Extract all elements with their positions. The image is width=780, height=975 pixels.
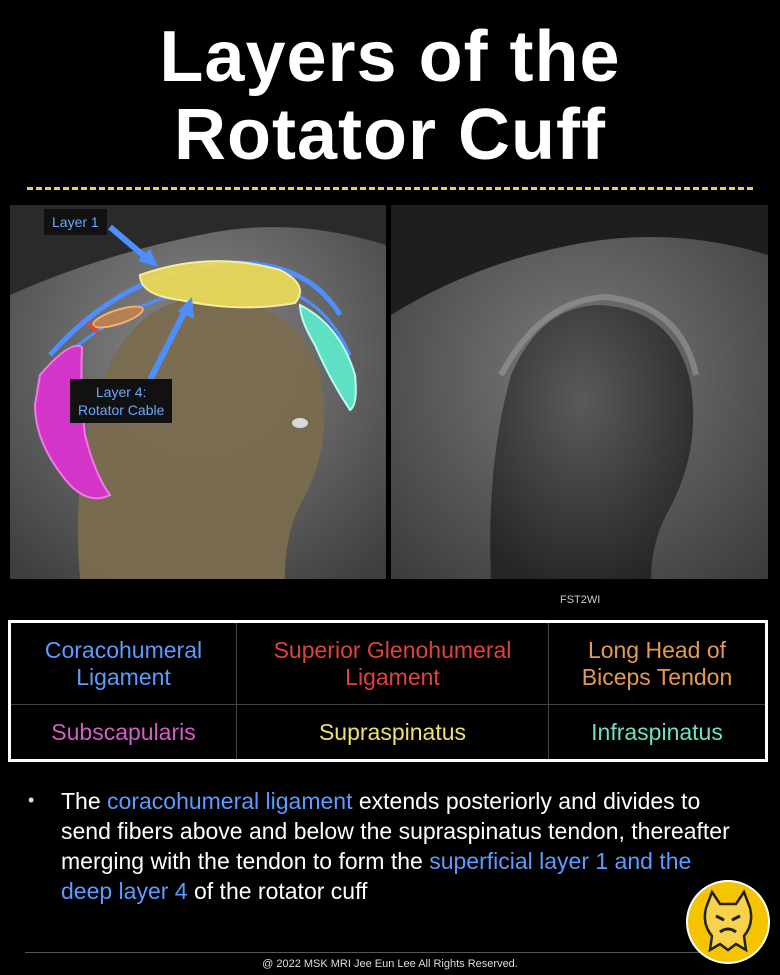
copyright-footer: @ 2022 MSK MRI Jee Eun Lee All Rights Re…	[262, 958, 518, 970]
legend-label-line1: Long Head of	[587, 636, 727, 663]
description-text-3: of the rotator cuff	[187, 878, 368, 904]
highlight-coracohumeral: coracohumeral ligament	[107, 788, 353, 814]
description-paragraph: The coracohumeral ligament extends poste…	[61, 786, 741, 906]
highlight-layers: superficial layer 1 and the deep layer 4	[61, 848, 692, 904]
layer-1-label: Layer 1	[52, 214, 99, 230]
legend-label-line1: Coracohumeral	[44, 636, 203, 663]
title-line-1: Layers of the	[159, 17, 621, 97]
title-line-2: Rotator Cuff	[174, 95, 606, 175]
page-title: Layers of the Rotator Cuff	[0, 18, 780, 174]
footer-divider	[25, 952, 755, 953]
fst2wi-mri-image	[391, 205, 768, 579]
description-text-2: extends posteriorly and divides to send …	[61, 788, 730, 874]
layer-4-tag: Layer 4: Rotator Cable	[70, 379, 173, 423]
legend-label-line2: Biceps Tendon	[581, 663, 733, 690]
sequence-label: FST2WI	[560, 594, 601, 606]
dashed-divider	[27, 187, 753, 190]
annotated-mri-image: Layer 1 Layer 4: Rotator Cable	[10, 205, 386, 579]
layer-4-label-line1: Layer 4:	[95, 384, 147, 400]
legend-supraspinatus: Supraspinatus	[237, 705, 549, 759]
legend-label-line1: Superior Glenohumeral	[273, 636, 512, 663]
layer-4-label-line2: Rotator Cable	[78, 402, 165, 418]
layer-1-tag: Layer 1	[44, 209, 107, 235]
legend-label-line2: Ligament	[76, 663, 171, 690]
legend-subscapularis: Subscapularis	[11, 705, 237, 759]
humeral-head-shape	[77, 296, 325, 579]
legend-infraspinatus: Infraspinatus	[591, 718, 723, 745]
legend-label-line2: Ligament	[345, 663, 440, 690]
cat-mascot-logo	[686, 880, 770, 969]
description-text-1: The	[61, 788, 108, 814]
bullet-marker: •	[28, 790, 35, 810]
